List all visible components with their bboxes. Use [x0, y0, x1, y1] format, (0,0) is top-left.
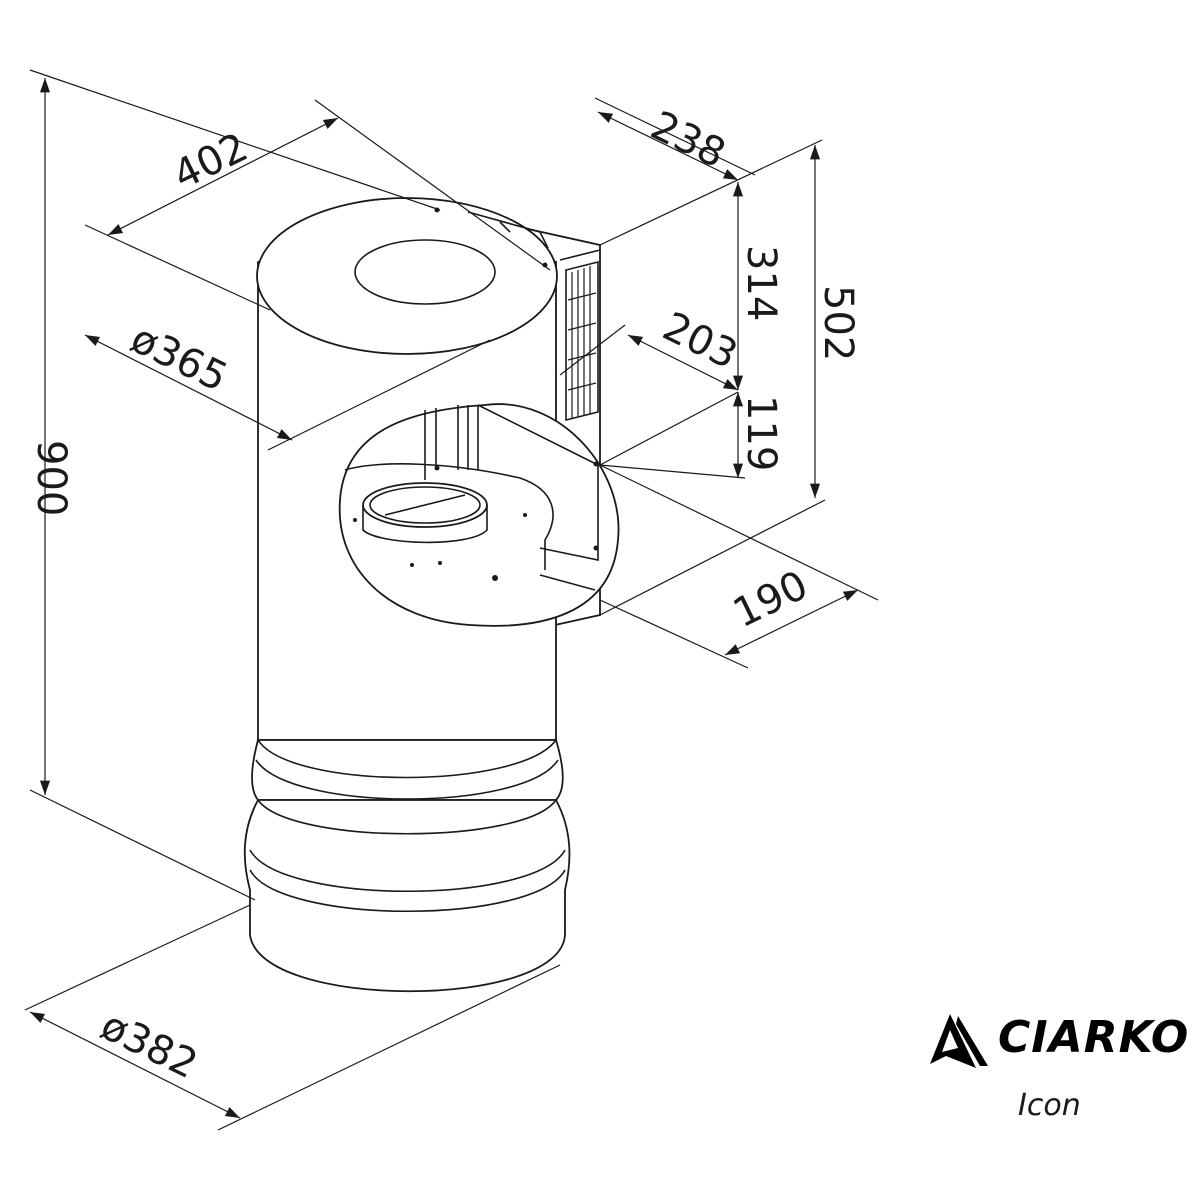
model-name: Icon	[1018, 1088, 1081, 1123]
dimension-lines	[24, 69, 879, 1131]
cutaway-view	[338, 403, 620, 627]
ciarko-triangle-logo-icon	[930, 1014, 988, 1068]
upper-cylinder-top	[256, 197, 558, 355]
dim-402: 402	[166, 124, 255, 199]
dim-314: 314	[738, 245, 784, 321]
dim-dia-382: ø382	[94, 1003, 205, 1089]
lower-cylinder	[243, 799, 571, 993]
mid-ring	[251, 739, 564, 801]
dim-900: 900	[28, 440, 74, 516]
hood-body	[243, 197, 620, 993]
dim-203: 203	[656, 304, 745, 379]
brand-name: CIARKO	[998, 1012, 1190, 1063]
dim-238: 238	[644, 103, 733, 178]
dim-190: 190	[726, 562, 815, 637]
dim-119: 119	[738, 395, 784, 471]
top-outlet	[354, 239, 496, 305]
dim-502: 502	[815, 285, 861, 361]
dim-dia-365: ø365	[124, 316, 235, 402]
